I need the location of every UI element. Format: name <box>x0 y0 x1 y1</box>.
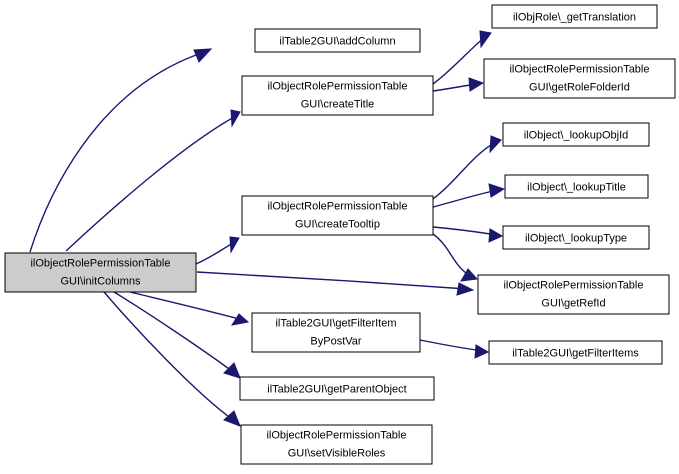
call-edge-create_title-to-get_translation <box>432 30 492 85</box>
node-label-line1: ilObjectRolePermissionTable <box>266 429 406 441</box>
node-box[interactable] <box>483 58 676 99</box>
edge-arrowhead-icon <box>460 268 479 282</box>
graph-node-lookup_title[interactable]: ilObject\_lookupTitle <box>504 174 649 199</box>
node-box[interactable] <box>241 75 434 116</box>
node-box[interactable] <box>502 225 650 250</box>
node-label-line2: ByPostVar <box>310 335 361 347</box>
edge-line <box>432 226 498 236</box>
node-box[interactable] <box>488 340 663 365</box>
node-label-line1: ilTable2GUI\getParentObject <box>267 383 406 395</box>
node-box[interactable] <box>491 4 658 29</box>
graph-node-get_filter_items[interactable]: ilTable2GUI\getFilterItems <box>488 340 663 365</box>
graph-node-set_visible_roles[interactable]: ilObjectRolePermissionTableGUI\setVisibl… <box>240 424 433 465</box>
node-label-line1: ilObjectRolePermissionTable <box>30 257 170 269</box>
graph-node-get_translation[interactable]: ilObjRole\_getTranslation <box>491 4 658 29</box>
node-label-line2: GUI\initColumns <box>60 275 141 287</box>
call-edge-get_filter_item_by_post_var-to-get_filter_items <box>419 339 490 359</box>
edge-line <box>195 241 236 265</box>
node-label-line1: ilObject\_lookupObjId <box>524 129 629 141</box>
graph-node-add_column[interactable]: ilTable2GUI\addColumn <box>254 28 421 53</box>
node-label-line1: ilTable2GUI\getFilterItem <box>275 317 396 329</box>
node-label-line1: ilObject\_lookupType <box>525 232 627 244</box>
node-label-line2: GUI\getRoleFolderId <box>529 81 630 93</box>
edge-line <box>65 115 237 252</box>
edge-arrowhead-icon <box>488 183 506 198</box>
graph-node-create_title[interactable]: ilObjectRolePermissionTableGUI\createTit… <box>241 75 434 116</box>
edge-line <box>196 271 468 290</box>
call-edge-create_tooltip-to-lookup_title <box>432 183 506 208</box>
node-box[interactable] <box>241 195 434 236</box>
node-box[interactable] <box>254 28 421 53</box>
node-box[interactable] <box>4 252 197 293</box>
call-edge-create_tooltip-to-lookup_type <box>432 226 504 243</box>
edge-arrowhead-icon <box>474 344 490 359</box>
node-label-line1: ilTable2GUI\getFilterItems <box>512 347 639 359</box>
graph-node-create_tooltip[interactable]: ilObjectRolePermissionTableGUI\createToo… <box>241 195 434 236</box>
node-label-line1: ilObjectRolePermissionTable <box>267 80 407 92</box>
node-label-line2: GUI\createTitle <box>301 98 375 110</box>
node-label-line2: GUI\setVisibleRoles <box>288 447 386 459</box>
call-edge-init_columns-to-get_ref_id <box>196 271 475 296</box>
edge-arrowhead-icon <box>229 236 240 254</box>
edge-arrowhead-icon <box>489 135 502 154</box>
node-label-line1: ilObjectRolePermissionTable <box>267 200 407 212</box>
edge-arrowhead-icon <box>230 109 241 128</box>
edge-arrowhead-icon <box>230 313 250 326</box>
call-edge-init_columns-to-create_title <box>65 109 241 252</box>
graph-node-get_parent_object[interactable]: ilTable2GUI\getParentObject <box>239 376 435 401</box>
call-edge-init_columns-to-get_filter_item_by_post_var <box>129 291 250 326</box>
node-label-line1: ilObjectRolePermissionTable <box>509 63 649 75</box>
edge-arrowhead-icon <box>488 228 504 243</box>
edge-line <box>432 189 499 208</box>
node-box[interactable] <box>240 424 433 465</box>
call-edge-init_columns-to-set_visible_roles <box>103 291 241 427</box>
call-edge-init_columns-to-create_tooltip <box>195 236 240 265</box>
edge-arrowhead-icon <box>223 362 241 379</box>
graph-node-lookup_obj_id[interactable]: ilObject\_lookupObjId <box>502 122 650 147</box>
node-label-line1: ilTable2GUI\addColumn <box>279 35 395 47</box>
edge-line <box>419 339 484 352</box>
graph-node-get_role_folder_id[interactable]: ilObjectRolePermissionTableGUI\getRoleFo… <box>483 58 676 99</box>
node-box[interactable] <box>251 312 421 353</box>
edge-line <box>113 291 237 375</box>
node-label-line2: GUI\createTooltip <box>295 218 380 230</box>
edge-arrowhead-icon <box>193 48 213 63</box>
node-box[interactable] <box>502 122 650 147</box>
edges-layer <box>29 30 506 427</box>
node-box[interactable] <box>504 174 649 199</box>
edge-line <box>432 35 487 85</box>
graph-node-init_columns[interactable]: ilObjectRolePermissionTableGUI\initColum… <box>4 252 197 293</box>
node-box[interactable] <box>477 274 670 315</box>
node-box[interactable] <box>239 376 435 401</box>
edge-line <box>432 233 473 278</box>
edge-arrowhead-icon <box>223 410 241 427</box>
call-edge-create_tooltip-to-get_ref_id <box>432 233 479 282</box>
graph-node-lookup_type[interactable]: ilObject\_lookupType <box>502 225 650 250</box>
call-edge-create_tooltip-to-lookup_obj_id <box>432 135 502 200</box>
edge-arrowhead-icon <box>479 30 492 49</box>
call-edge-create_title-to-get_role_folder_id <box>432 77 485 92</box>
call-edge-init_columns-to-get_parent_object <box>113 291 241 379</box>
edge-line <box>129 291 244 321</box>
node-label-line2: GUI\getRefId <box>541 297 605 309</box>
edge-line <box>29 54 197 253</box>
edge-line <box>432 141 497 200</box>
edge-arrowhead-icon <box>456 282 475 296</box>
nodes-layer: ilObjectRolePermissionTableGUI\initColum… <box>4 4 676 465</box>
edge-arrowhead-icon <box>468 77 485 92</box>
node-label-line1: ilObject\_lookupTitle <box>527 181 626 193</box>
node-label-line1: ilObjRole\_getTranslation <box>513 11 636 23</box>
call-edge-init_columns-to-add_column <box>29 48 213 253</box>
node-label-line1: ilObjectRolePermissionTable <box>503 279 643 291</box>
edge-line <box>103 291 237 423</box>
